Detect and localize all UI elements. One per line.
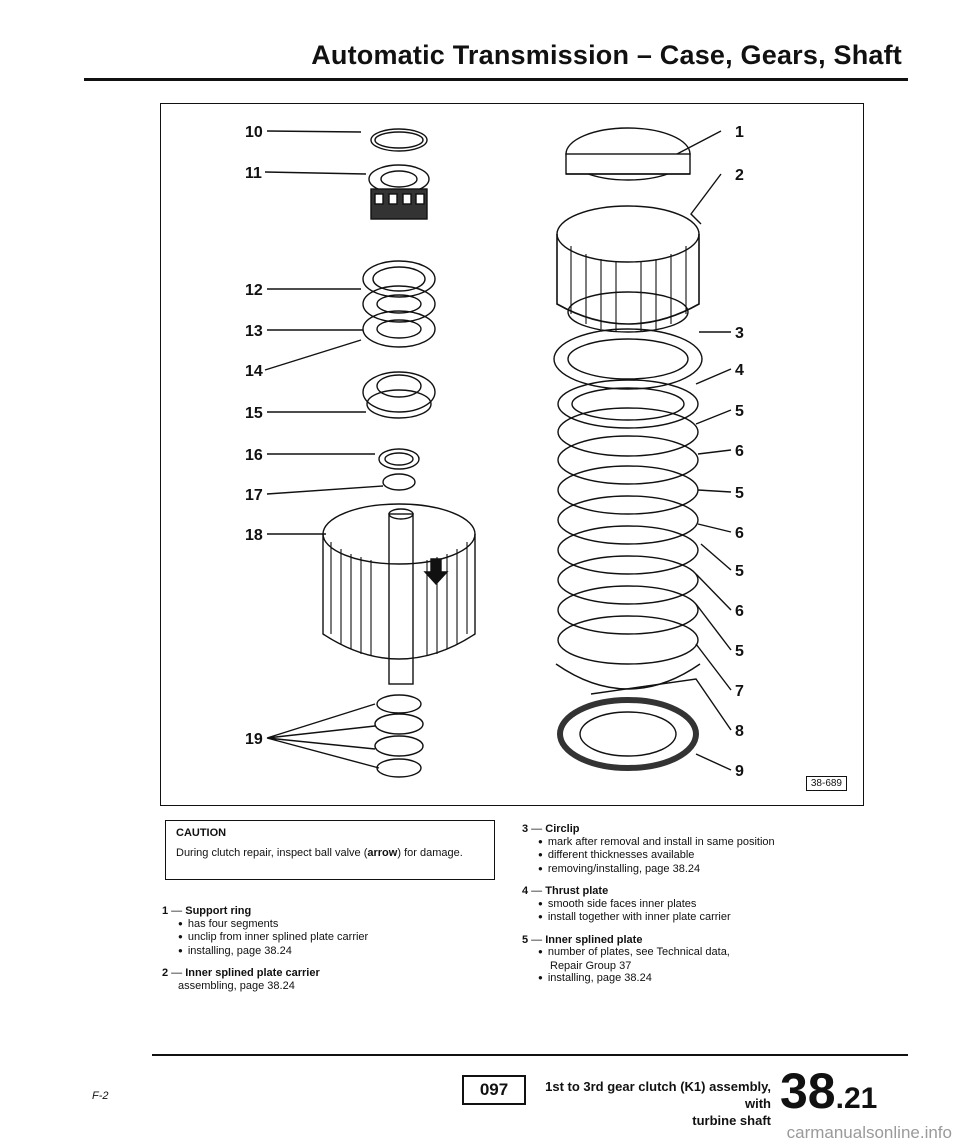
callout-17: 17 xyxy=(245,487,263,504)
page-number-minor: .21 xyxy=(835,1082,878,1115)
part-note: different thicknesses available xyxy=(538,849,882,863)
header-rule xyxy=(84,78,908,81)
caution-heading: CAUTION xyxy=(176,827,227,839)
part-note: assembling, page 38.24 xyxy=(178,979,295,992)
caution-text-before: During clutch repair, inspect ball valve… xyxy=(176,847,368,859)
part-note-continuation: Repair Group 37 xyxy=(550,959,632,972)
callout-14: 14 xyxy=(245,363,263,380)
part-note: has four segments xyxy=(178,918,492,932)
footer-rule xyxy=(152,1054,908,1056)
callout-10: 10 xyxy=(245,124,263,141)
callout-3: 3 xyxy=(735,325,744,342)
part-note: number of plates, see Technical data, xyxy=(538,946,882,960)
callout-5a: 5 xyxy=(735,403,744,420)
caution-text: During clutch repair, inspect ball valve… xyxy=(176,847,484,859)
part-number: 3 xyxy=(522,823,529,835)
part-title: Thrust plate xyxy=(545,885,609,897)
part-item-4: 4 — Thrust plate smooth side faces inner… xyxy=(522,885,882,925)
callout-2: 2 xyxy=(735,167,744,184)
callout-6c: 6 xyxy=(735,603,744,620)
callout-19: 19 xyxy=(245,731,263,748)
callout-5b: 5 xyxy=(735,485,744,502)
watermark: carmanualsonline.info xyxy=(786,1123,952,1142)
callout-16: 16 xyxy=(245,447,263,464)
part-note: installing, page 38.24 xyxy=(178,945,492,959)
footer-code: F-2 xyxy=(92,1090,109,1102)
page-number: 38.21 xyxy=(780,1062,877,1120)
page-title: Automatic Transmission – Case, Gears, Sh… xyxy=(311,40,902,70)
part-note: removing/installing, page 38.24 xyxy=(538,863,882,877)
exploded-view-drawing: 10 11 12 13 14 15 16 17 18 19 1 2 3 4 5 … xyxy=(245,124,744,780)
part-item-5: 5 — Inner splined plate number of plates… xyxy=(522,934,882,986)
callout-12: 12 xyxy=(245,282,263,299)
footer-description-line1: 1st to 3rd gear clutch (K1) assembly, wi… xyxy=(545,1079,771,1111)
part-title: Support ring xyxy=(185,905,252,917)
parts-list-left: 1 — Support ring has four segments uncli… xyxy=(162,905,492,1001)
part-title: Circlip xyxy=(545,823,580,835)
callout-18: 18 xyxy=(245,527,263,544)
callout-6a: 6 xyxy=(735,443,744,460)
transmission-code-box: 097 xyxy=(462,1075,526,1105)
caution-box: CAUTION During clutch repair, inspect ba… xyxy=(165,820,495,880)
callout-4: 4 xyxy=(735,362,744,379)
part-note: installing, page 38.24 xyxy=(538,972,882,986)
part-note: smooth side faces inner plates xyxy=(538,898,882,912)
part-item-1: 1 — Support ring has four segments uncli… xyxy=(162,905,492,958)
part-item-2: 2 — Inner splined plate carrier assembli… xyxy=(162,967,492,992)
callout-9: 9 xyxy=(735,763,744,780)
part-note: install together with inner plate carrie… xyxy=(538,911,882,925)
exploded-view-figure: 10 11 12 13 14 15 16 17 18 19 1 2 3 4 5 … xyxy=(160,103,864,806)
callout-11: 11 xyxy=(245,165,262,182)
caution-text-bold: arrow xyxy=(367,847,398,859)
part-item-3: 3 — Circlip mark after removal and insta… xyxy=(522,823,882,876)
part-number: 2 xyxy=(162,967,169,979)
callout-1: 1 xyxy=(735,124,744,141)
part-title: Inner splined plate xyxy=(545,933,643,946)
figure-number: 38-689 xyxy=(805,776,847,791)
footer-description-line2: turbine shaft xyxy=(692,1113,771,1128)
callout-6b: 6 xyxy=(735,525,744,542)
caution-text-after: ) for damage. xyxy=(397,847,463,859)
callout-8: 8 xyxy=(735,723,744,740)
page-number-major: 38 xyxy=(780,1063,836,1119)
part-number: 5 xyxy=(522,933,529,946)
footer-description: 1st to 3rd gear clutch (K1) assembly, wi… xyxy=(543,1078,771,1129)
callout-7: 7 xyxy=(735,683,744,700)
callout-5c: 5 xyxy=(735,563,744,580)
part-title: Inner splined plate carrier xyxy=(185,967,320,979)
callout-5d: 5 xyxy=(735,643,744,660)
part-note: mark after removal and install in same p… xyxy=(538,836,882,850)
parts-list-right: 3 — Circlip mark after removal and insta… xyxy=(522,823,882,995)
callout-15: 15 xyxy=(245,405,263,422)
part-number: 4 xyxy=(522,885,529,897)
part-note: unclip from inner splined plate carrier xyxy=(178,931,492,945)
callout-13: 13 xyxy=(245,323,263,340)
part-number: 1 xyxy=(162,905,169,917)
